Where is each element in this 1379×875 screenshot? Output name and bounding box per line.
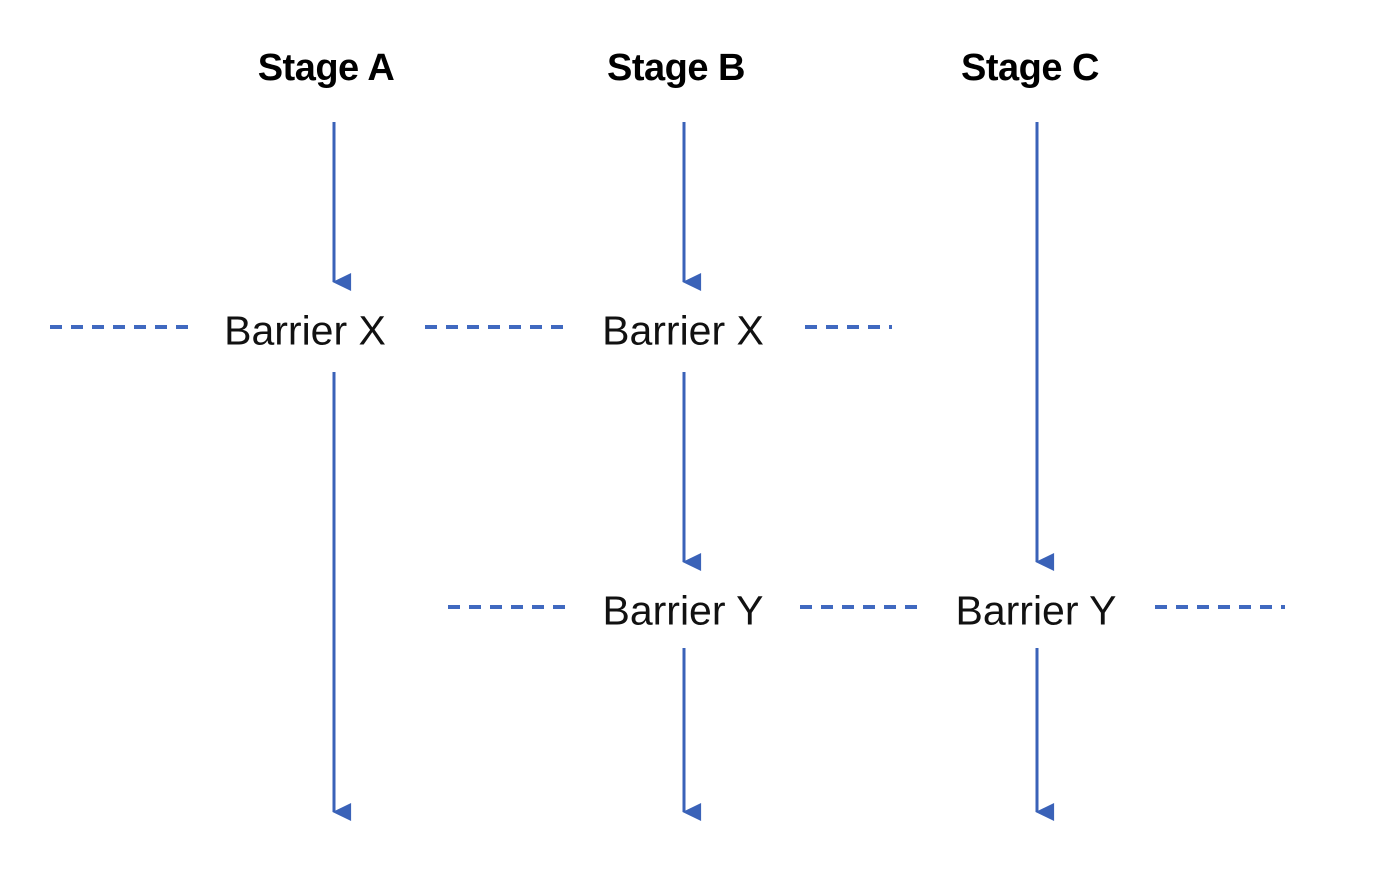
stage-header-b: Stage B [607, 47, 745, 89]
barrier-label-x-stage-a: Barrier X [224, 307, 386, 354]
barrier-label-y-stage-c: Barrier Y [955, 587, 1117, 634]
barrier-label-x-stage-b: Barrier X [602, 307, 764, 354]
stage-header-c: Stage C [961, 47, 1099, 89]
barrier-label-y-stage-b: Barrier Y [602, 587, 764, 634]
stage-header-a: Stage A [257, 47, 395, 89]
